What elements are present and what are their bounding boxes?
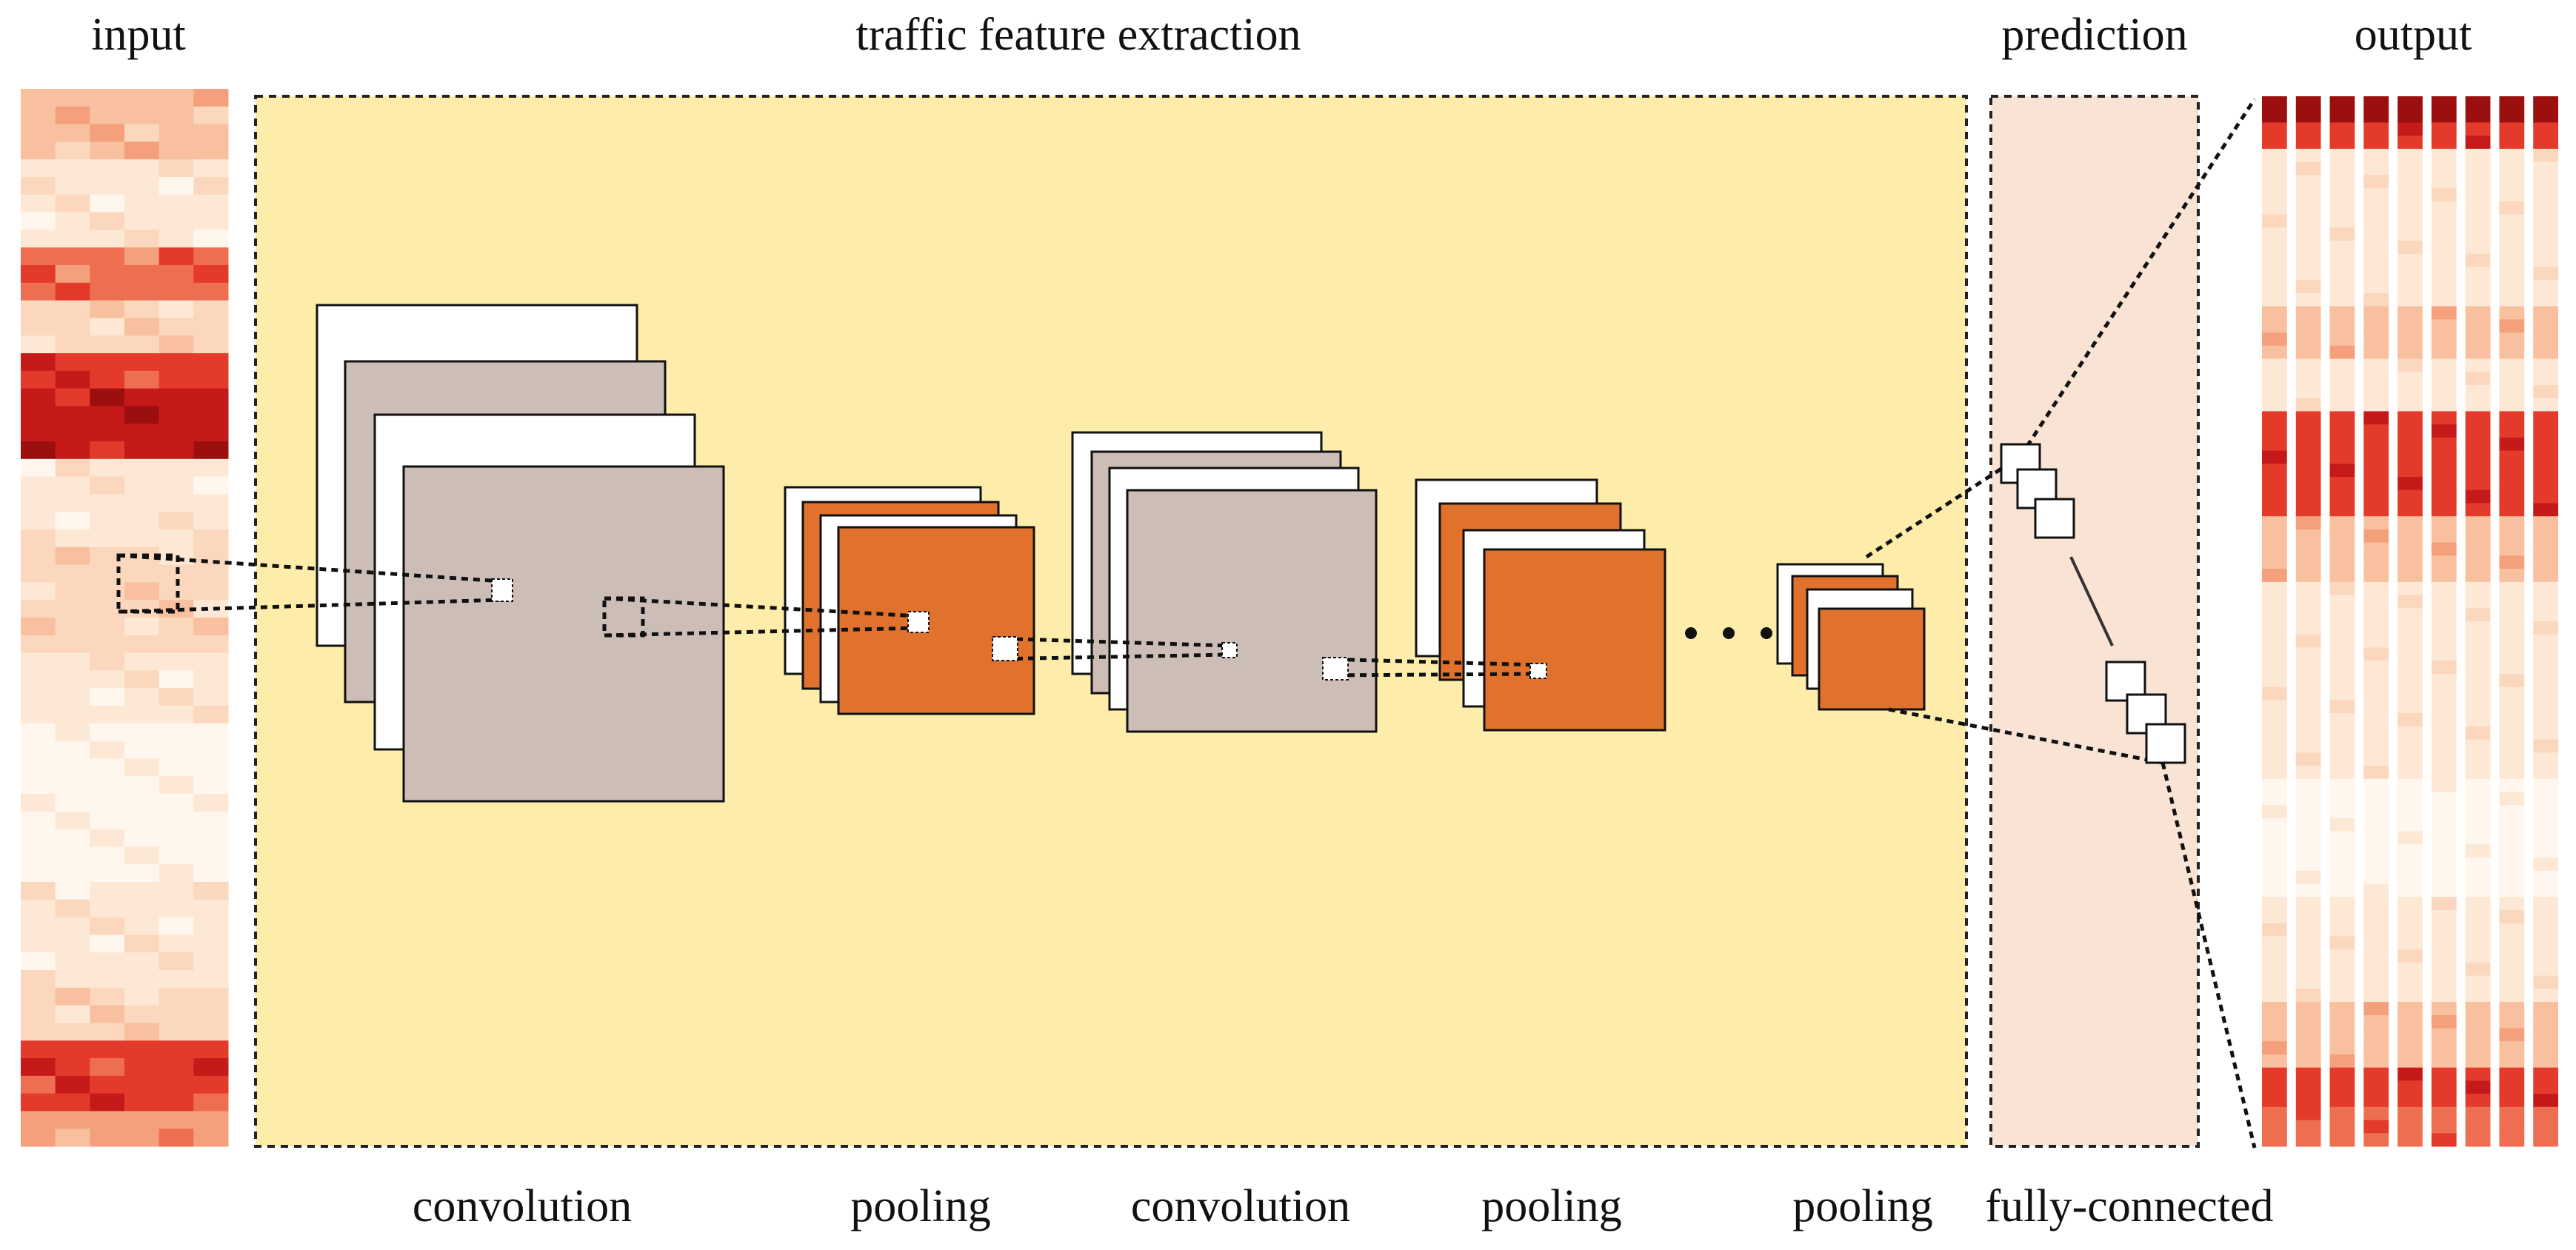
feature-extraction-title: traffic feature extraction (855, 10, 1301, 60)
conv1-feature-maps (316, 304, 725, 803)
receptive-field-links (116, 98, 2257, 1149)
ellipsis-dots (1685, 627, 1772, 639)
prediction-panel (1989, 95, 2200, 1148)
fc-label: fully-connected (1985, 1181, 2274, 1231)
window-markers (491, 578, 1547, 681)
fc-connector (2069, 556, 2114, 646)
conv1-label: convolution (412, 1181, 633, 1231)
pool3-feature-maps (1776, 563, 1926, 711)
input-title: input (91, 10, 186, 60)
pool3-label: pooling (1792, 1181, 1933, 1231)
fc-nodes (2000, 443, 2186, 764)
input-heatmap (21, 89, 229, 1147)
output-heatmap (2262, 96, 2558, 1147)
conv2-label: convolution (1130, 1181, 1351, 1231)
pool1-feature-maps (784, 486, 1035, 715)
output-title: output (2354, 10, 2472, 60)
conv2-feature-maps (1071, 431, 1378, 733)
pool1-label: pooling (850, 1181, 991, 1231)
pool2-label: pooling (1481, 1181, 1622, 1231)
pool2-feature-maps (1415, 478, 1666, 732)
prediction-title: prediction (2001, 10, 2188, 60)
